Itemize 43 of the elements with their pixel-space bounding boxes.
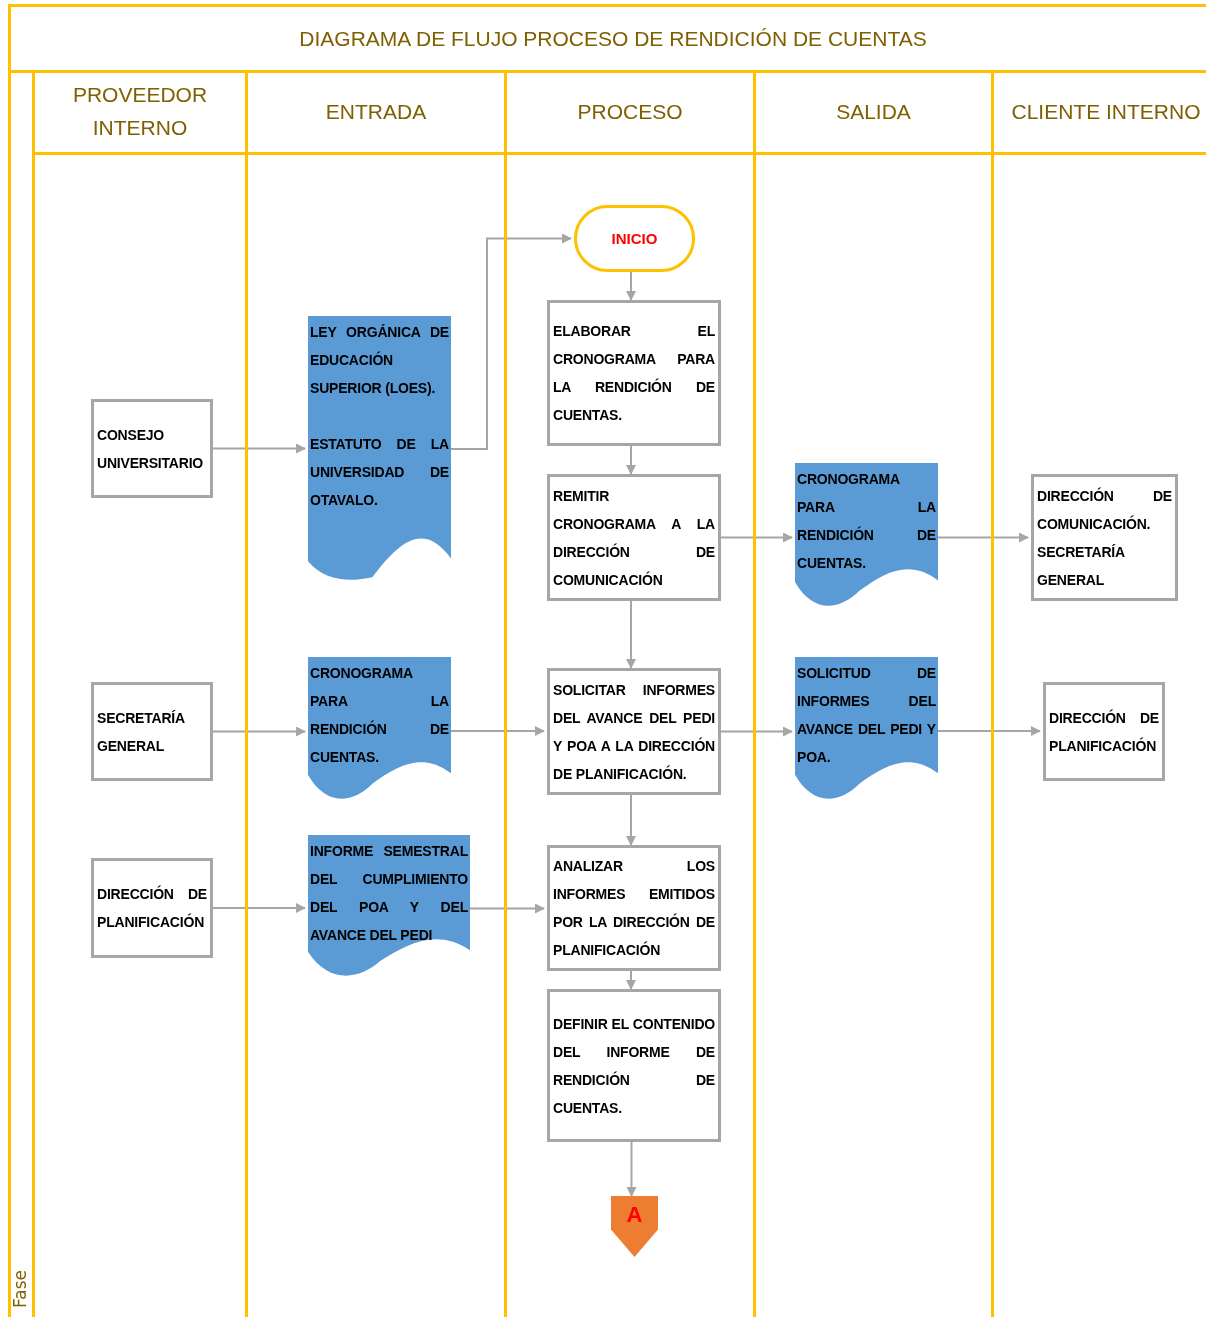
node-text: INICIO (611, 230, 658, 247)
process-box (547, 845, 721, 971)
process-box (547, 474, 721, 601)
node-text: ELABORAR EL CRONOGRAMA PARA LA RENDICIÓN DE CUENTAS. (553, 322, 715, 425)
node-text: DIRECCIÓN DE PLANIFICACIÓN (97, 884, 207, 932)
process-box (547, 300, 721, 446)
node-text: CRONOGRAMA PARA LA RENDICIÓN DE CUENTAS. (310, 664, 449, 767)
lane-header: PROVEEDOR INTERNO (35, 70, 245, 155)
lane-header: ENTRADA (248, 70, 504, 155)
node-text: DEFINIR EL CONTENIDO DEL INFORME DE RENDICIÓN DE CUENTAS. (553, 1014, 715, 1118)
node-text: ESTATUTO DE LA UNIVERSIDAD DE OTAVALO. (310, 435, 449, 510)
node-text: CRONOGRAMA PARA LA RENDICIÓN DE CUENTAS. (797, 470, 936, 573)
node-text: ANALIZAR LOS INFORMES EMITIDOS POR LA DIRECCIÓN DE PLANIFICACIÓN (553, 857, 715, 960)
lane-header: SALIDA (756, 70, 991, 155)
arrow (626, 600, 636, 669)
node-text: SOLICITAR INFORMES DEL AVANCE DEL PEDI Y POA A LA DIRECCIÓN DE PLANIFICACIÓN. (553, 680, 715, 784)
arrow (626, 794, 636, 846)
process-box (91, 399, 213, 498)
process-box (547, 989, 721, 1142)
node-text: SECRETARÍA GENERAL (97, 708, 186, 756)
document-shape (308, 316, 451, 582)
title: DIAGRAMA DE FLUJO PROCESO DE RENDICIÓN DE CUENTAS (8, 4, 1206, 73)
process-box (1031, 474, 1178, 601)
node-text: SOLICITUD DE INFORMES DEL AVANCE DEL PEDI Y POA. (797, 664, 936, 767)
lane-header: PROCESO (507, 70, 753, 155)
process-box (91, 858, 213, 958)
lane-header: CLIENTE INTERNO (994, 70, 1206, 155)
process-box (547, 668, 721, 795)
arrow (626, 1141, 637, 1197)
node-text: CONSEJO UNIVERSITARIO (97, 425, 205, 473)
node-text: DIRECCIÓN DE COMUNICACIÓN. SECRETARÍA GENERAL (1037, 486, 1172, 590)
process-box (1043, 682, 1165, 781)
node-text: DIRECCIÓN DE PLANIFICACIÓN (1049, 708, 1159, 756)
phase-label: Fase (10, 1270, 30, 1308)
process-box (91, 682, 213, 781)
node-text: REMITIR CRONOGRAMA A LA DIRECCIÓN DE COMUNICACIÓN (553, 486, 715, 590)
off-page-connector (611, 1196, 658, 1257)
node-text: A (625, 1202, 644, 1228)
arrow (626, 970, 636, 990)
node-text: INFORME SEMESTRAL DEL CUMPLIMIENTO DEL POA Y DEL AVANCE DEL PEDI (310, 842, 468, 945)
arrow (626, 445, 636, 475)
arrow (626, 271, 636, 301)
node-text: LEY ORGÁNICA DE EDUCACIÓN SUPERIOR (LOES). (310, 323, 449, 398)
